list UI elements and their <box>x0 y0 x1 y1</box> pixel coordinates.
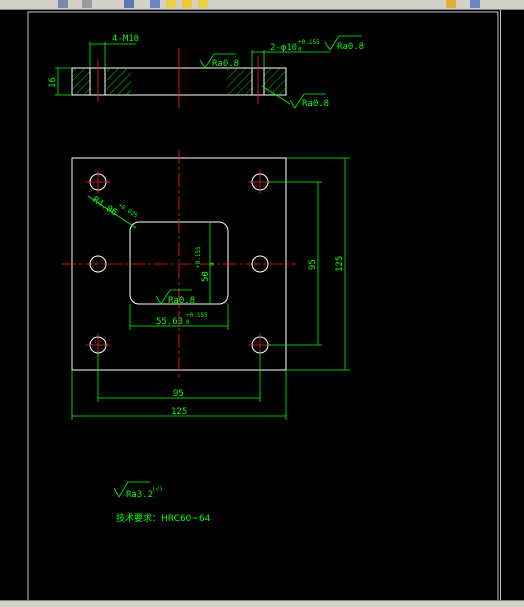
roughness-symbol <box>113 481 150 498</box>
layers-icon[interactable] <box>58 0 68 8</box>
status-bar <box>0 600 524 607</box>
label-inner-width-tol-low: 0 <box>186 319 190 326</box>
notes: Ra3.2 (√) 技术要求：HRC60~64 <box>113 481 211 524</box>
shape-icon[interactable] <box>150 0 160 8</box>
roughness-top-right: Ra0.8 <box>337 42 364 52</box>
label-inner-width: 55.63 <box>156 317 183 327</box>
hatch-leftmost <box>72 68 90 95</box>
roughness-symbol <box>199 53 236 69</box>
hatch-right-a <box>227 68 252 95</box>
roughness-symbol <box>324 35 362 51</box>
drawing-border <box>27 11 499 603</box>
label-bore: 2-φ10 <box>270 43 297 53</box>
general-roughness: Ra3.2 <box>126 490 153 500</box>
label-thickness: 16 <box>48 77 58 88</box>
label-4-m10: 4-M10 <box>112 34 139 44</box>
roughness-bottom: Ra0.8 <box>302 99 329 109</box>
label-inner-height-tol: +0.155 <box>195 246 202 268</box>
label-radius-tol: +0.035 <box>117 202 139 220</box>
grid-icon[interactable] <box>82 0 92 8</box>
roughness-symbol <box>155 289 192 305</box>
label-radius: R4.06 <box>90 195 118 218</box>
nav-icon[interactable] <box>446 0 456 8</box>
hole-top-left <box>86 170 110 194</box>
nav-icon-2[interactable] <box>470 0 480 8</box>
palette-icon[interactable] <box>124 0 134 8</box>
roughness-top-left: Ra0.8 <box>212 59 239 69</box>
label-inner-height: 50 <box>201 271 211 282</box>
lightbulb-icon[interactable] <box>166 0 176 8</box>
label-bore-tol: +0.155 <box>298 39 320 46</box>
drawing-frame-right <box>500 10 524 602</box>
label-bore-tol-low: 0 <box>298 46 302 53</box>
leader-line <box>87 195 137 229</box>
roughness-symbol <box>289 93 326 109</box>
hole-mid-right <box>251 255 269 273</box>
toolbar <box>0 0 524 10</box>
lock-icon[interactable] <box>198 0 208 8</box>
label-inner-height-tol-low: 0 <box>209 262 216 266</box>
dim-hole-spacing-h: 95 <box>173 389 184 399</box>
roughness-inner: Ra0.8 <box>168 296 195 306</box>
hole-mid-left <box>89 255 107 273</box>
side-view: 4-M10 16 2-φ10 +0.155 0 Ra0.8 Ra0.8 Ra0.… <box>48 34 364 109</box>
dim-hole-spacing-v: 95 <box>308 259 318 270</box>
hatch-left <box>107 68 131 95</box>
dim-overall-h: 125 <box>171 407 187 417</box>
technical-requirement: 技术要求：HRC60~64 <box>116 512 211 524</box>
general-roughness-suffix: (√) <box>152 486 163 493</box>
leader-line <box>261 85 291 105</box>
label-inner-width-tol: +0.155 <box>186 312 208 319</box>
plan-view: R4.06 +0.035 50 +0.155 0 Ra0.8 55.63 +0.… <box>62 150 350 420</box>
dim-overall-v: 125 <box>335 256 345 272</box>
sun-icon[interactable] <box>182 0 192 8</box>
hatch-right-b <box>264 68 286 95</box>
